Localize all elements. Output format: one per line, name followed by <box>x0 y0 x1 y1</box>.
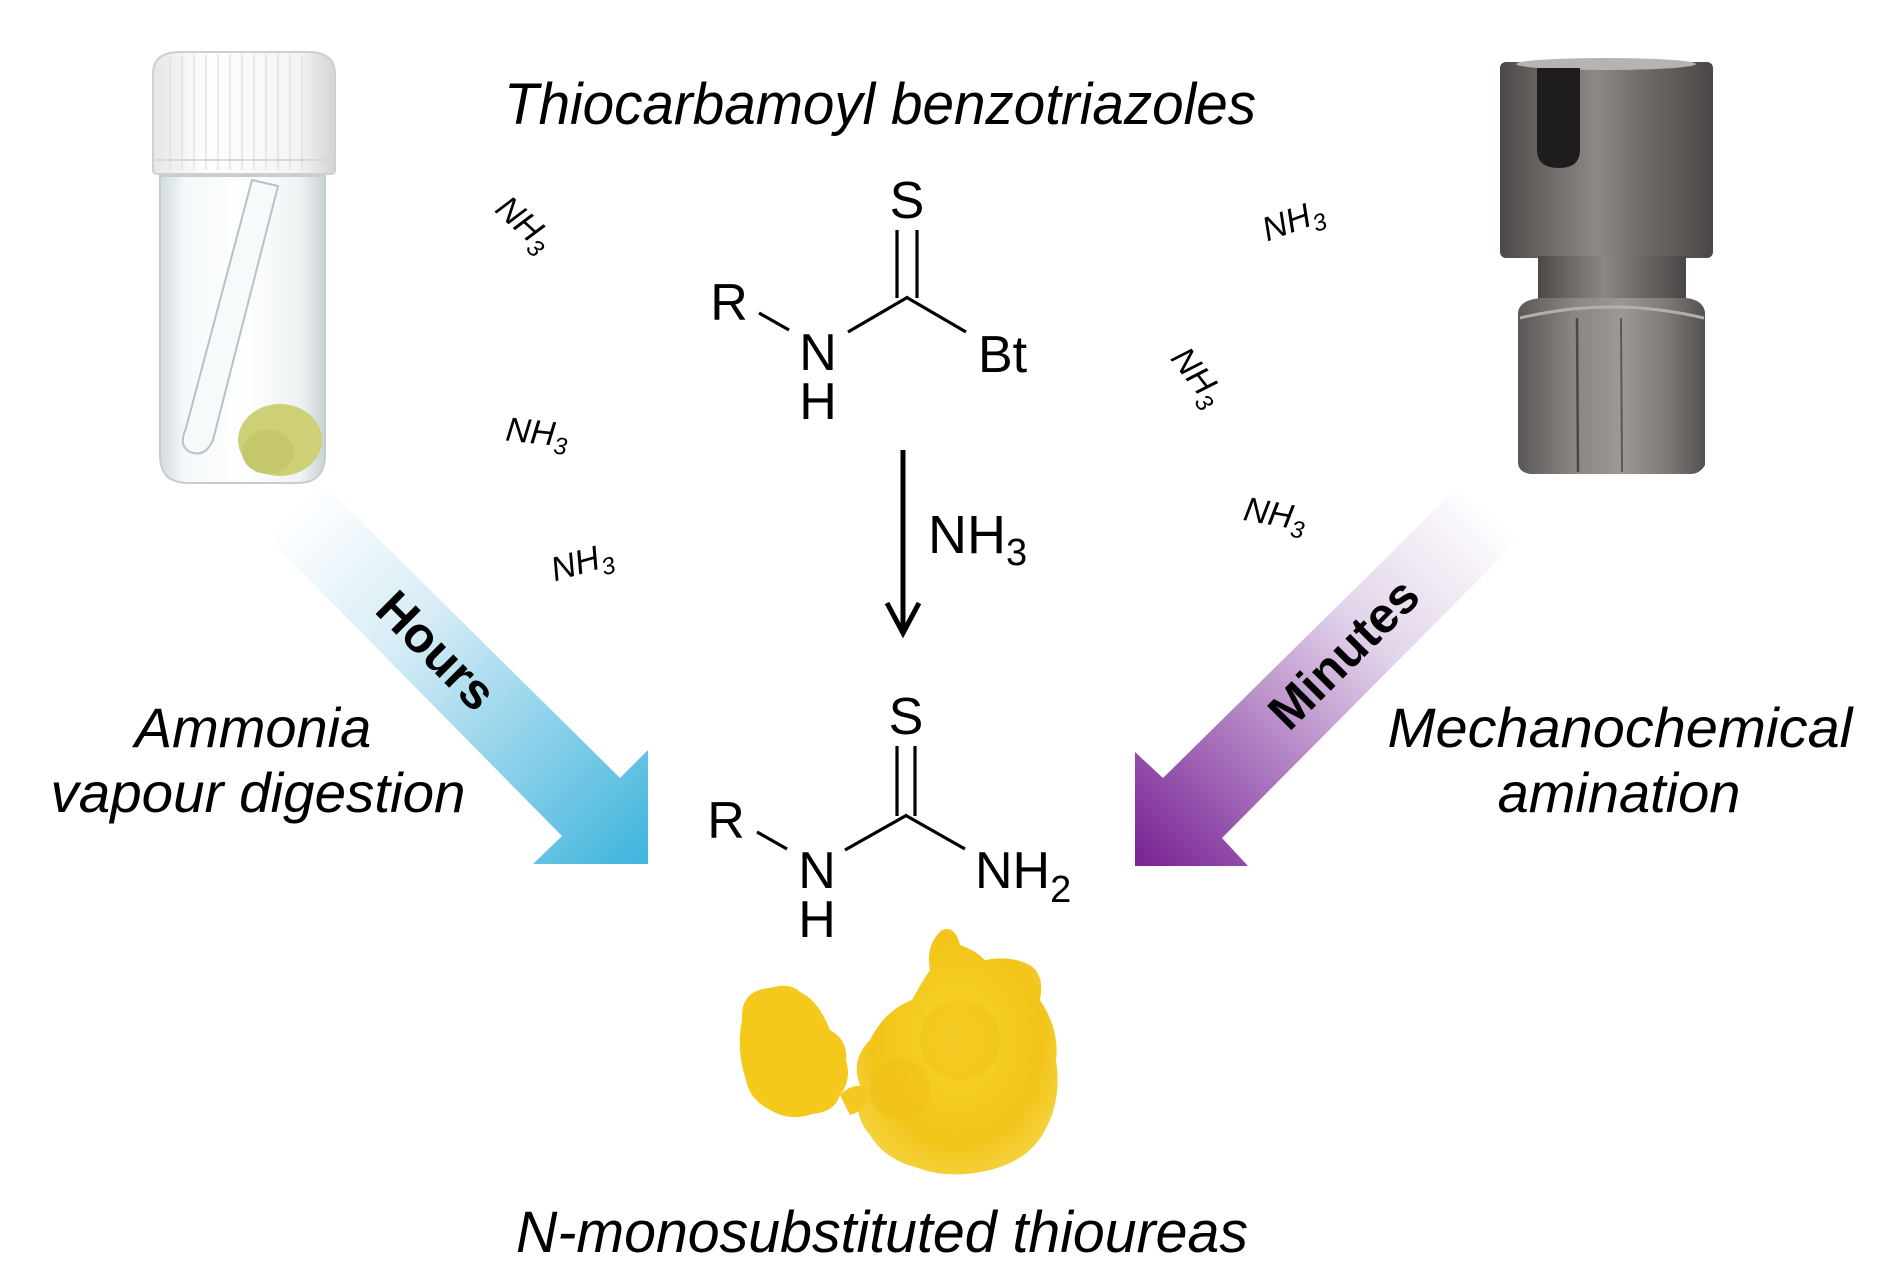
product-amine-subscript: 2 <box>1050 869 1071 911</box>
ammonia-formula: NH <box>1241 490 1296 536</box>
product-sulfur-atom: S <box>889 688 924 746</box>
reaction-arrow: NH3 <box>884 450 1027 639</box>
reactant-r-group: R <box>710 274 748 332</box>
ammonia-molecule: NH3 <box>1240 490 1310 544</box>
vapour-digestion-vial-photo <box>152 51 336 484</box>
reactant-structure: S R N H Bt <box>710 172 1027 431</box>
product-amine-formula: NH <box>975 842 1050 900</box>
powder-shade <box>920 1000 1000 1080</box>
ammonia-subscript: 3 <box>598 552 619 582</box>
right-method-line1: Mechanochemical <box>1388 696 1855 759</box>
reactant-rn-bond <box>758 311 790 332</box>
bottom-title: N-monosubstituted thioureas <box>516 1200 1248 1265</box>
vial-inner-tube <box>181 178 280 455</box>
reactant-cbt-bond <box>905 295 967 334</box>
hours-arrow-shape <box>270 484 648 864</box>
vial-powder-shade <box>242 430 294 474</box>
ammonia-subscript: 3 <box>1288 516 1306 545</box>
product-nitrogen-atom: N <box>798 842 836 900</box>
jar-hex-nut <box>1518 298 1705 474</box>
product-rn-bond <box>756 830 788 851</box>
jar-upper-cylinder <box>1500 62 1713 258</box>
ammonia-molecule: NH3 <box>1159 340 1233 417</box>
left-method-line1: Ammonia <box>132 696 372 759</box>
svg-text:NH3: NH3 <box>503 411 570 461</box>
reaction-arrow-head <box>884 601 922 639</box>
product-nh-hydrogen: H <box>798 891 836 949</box>
ammonia-formula: NH <box>1257 196 1317 249</box>
powder-shade <box>870 1060 930 1120</box>
top-title: Thiocarbamoyl benzotriazoles <box>504 72 1256 137</box>
svg-text:NH3: NH3 <box>1159 340 1233 417</box>
jar-rim <box>1516 58 1696 70</box>
reactant-nitrogen-atom: N <box>799 324 837 382</box>
svg-text:NH3: NH3 <box>484 189 560 264</box>
nut-facet-edge <box>1575 317 1580 473</box>
ammonia-molecule: NH3 <box>546 535 619 595</box>
reagent-subscript: 3 <box>1006 532 1027 574</box>
right-method-line2: amination <box>1498 761 1741 824</box>
nut-facet-edge <box>1620 317 1623 473</box>
ammonia-formula: NH <box>546 539 604 589</box>
nut-chamfer <box>1519 305 1705 320</box>
ammonia-molecule: NH3 <box>1257 192 1331 255</box>
powder-left-clump <box>739 985 848 1118</box>
left-method-line2: vapour digestion <box>51 761 466 824</box>
minutes-arrow-shape <box>1135 488 1518 866</box>
product-nc-bond <box>844 813 908 852</box>
reactant-nh-hydrogen: H <box>799 373 837 431</box>
milling-jar-photo <box>1500 58 1713 474</box>
svg-text:NH3: NH3 <box>1257 192 1331 255</box>
svg-text:NH3: NH3 <box>546 535 619 595</box>
jar-neck <box>1538 256 1686 302</box>
ammonia-molecule: NH3 <box>484 189 560 264</box>
ammonia-formula: NH <box>504 411 557 454</box>
vial-cap <box>152 51 336 175</box>
minutes-arrow: Minutes <box>1135 488 1518 866</box>
vial-cap-ribs <box>169 54 315 170</box>
reactant-benzotriazole-group: Bt <box>978 326 1028 384</box>
ammonia-subscript: 3 <box>552 433 569 461</box>
product-r-group: R <box>707 792 745 850</box>
product-cn-bond <box>904 813 966 851</box>
thiourea-powder-photo <box>739 929 1058 1175</box>
ammonia-molecule: NH3 <box>503 411 570 461</box>
reactant-sulfur-atom: S <box>890 172 925 230</box>
svg-text:NH3: NH3 <box>1240 490 1310 544</box>
reagent-label: NH3 <box>928 505 1027 574</box>
product-amine-group: NH2 <box>975 842 1071 911</box>
jar-slot <box>1537 68 1580 168</box>
reagent-formula: NH <box>928 505 1006 565</box>
reactant-nc-bond <box>847 295 909 334</box>
powder-bridge <box>840 1086 870 1115</box>
ammonia-formula: NH <box>1163 340 1223 402</box>
product-structure: S R N H NH2 <box>707 688 1071 949</box>
